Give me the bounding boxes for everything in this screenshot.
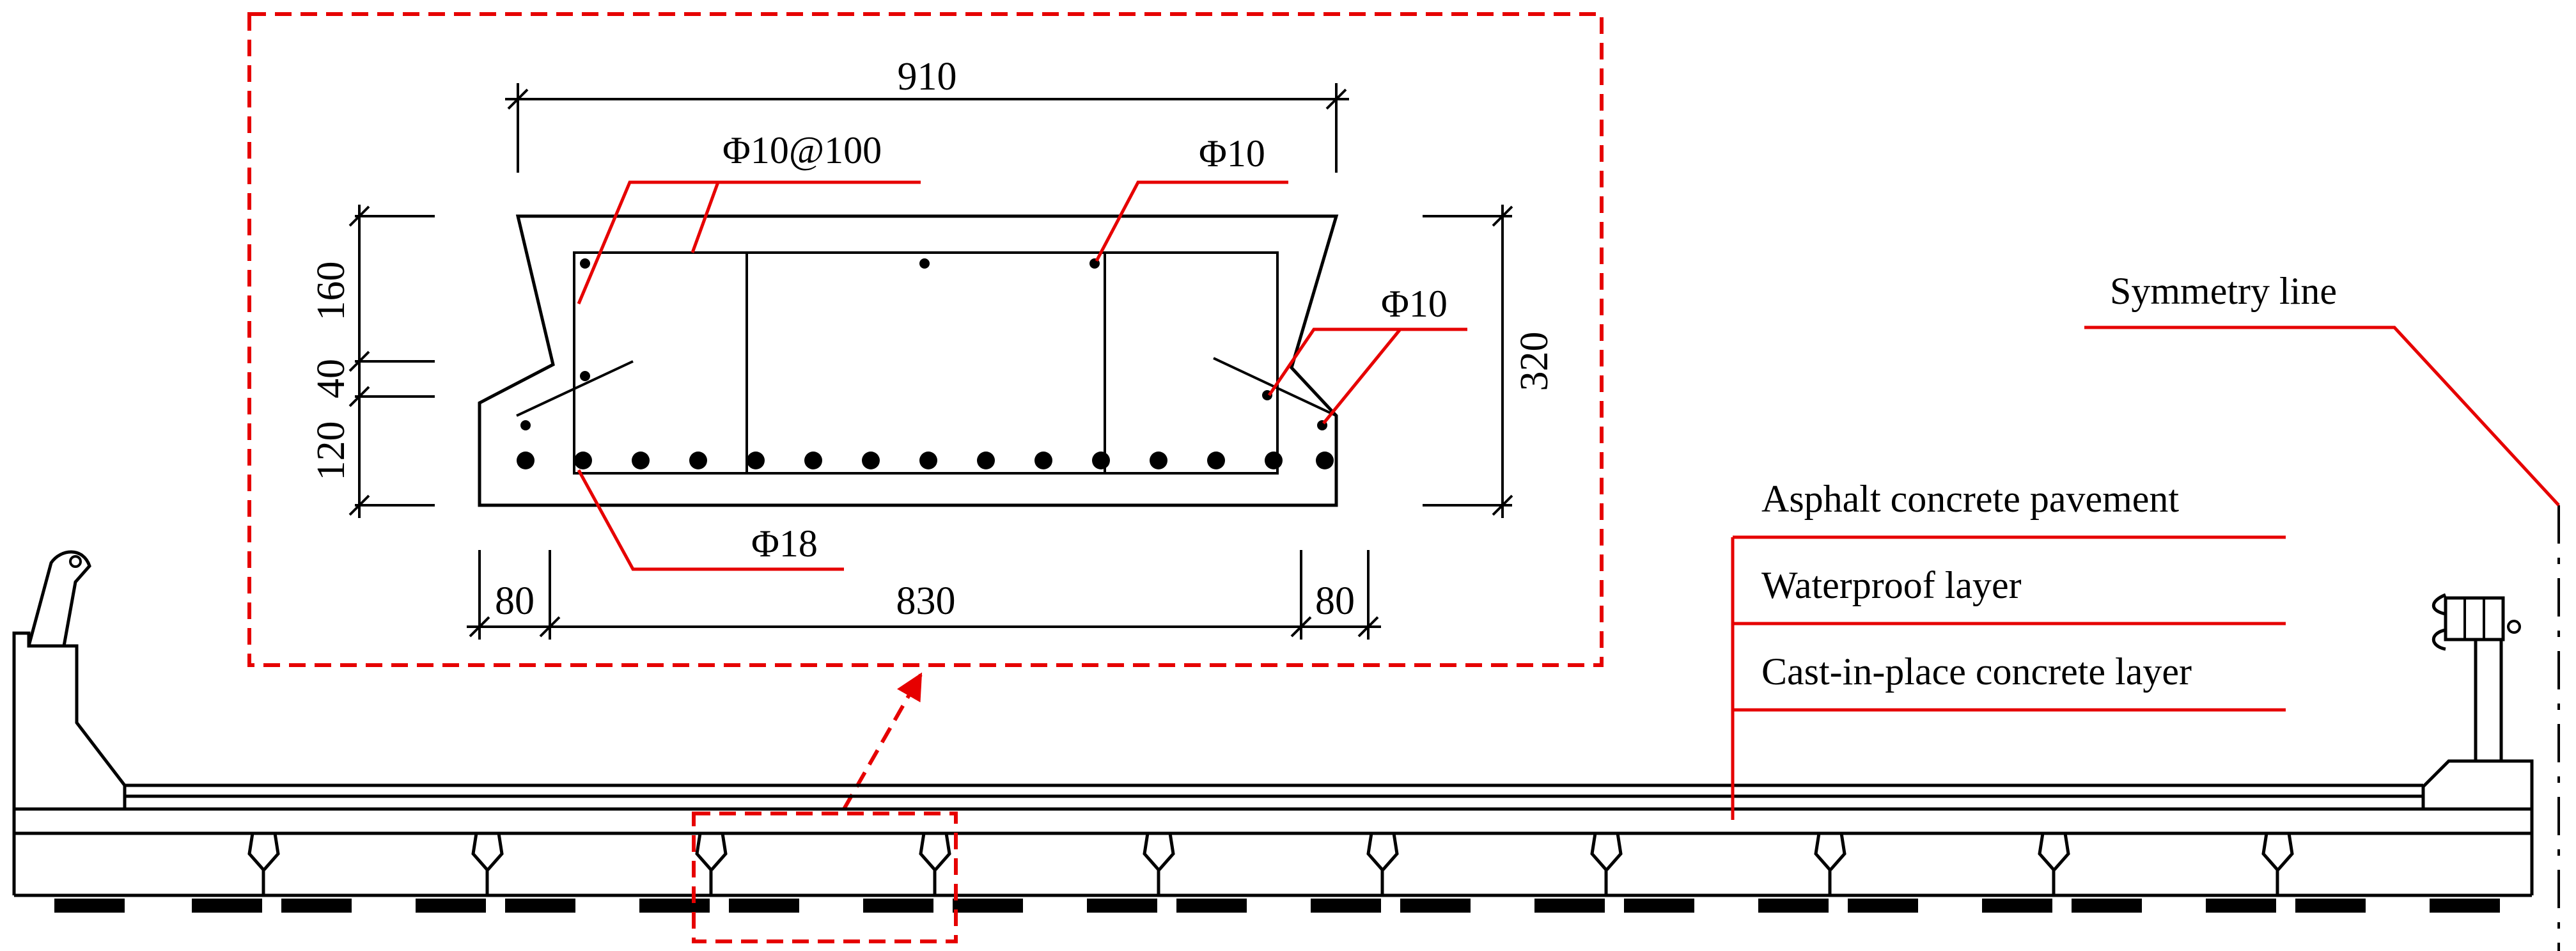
layer-label-cast-in-place: Cast-in-place concrete layer xyxy=(1761,650,2192,693)
symmetry-line-label: Symmetry line xyxy=(2110,270,2337,312)
rebar-callout-bottom-bar: Φ18 xyxy=(577,469,844,571)
dim-top-width-label: 910 xyxy=(898,55,957,98)
dim-bottom-left-label: 80 xyxy=(495,579,535,623)
left-barrier xyxy=(12,550,127,809)
right-barrier xyxy=(2421,593,2534,809)
rebar-callout-stirrup: Φ10@100 xyxy=(577,129,921,304)
dim-height-bottom-label: 120 xyxy=(309,421,353,481)
dim-height-mid-label: 40 xyxy=(309,359,353,398)
rebar-callout-top-bar: Φ10 xyxy=(1095,132,1288,262)
detail-small-rebar-dots xyxy=(520,258,1327,430)
dim-total-height-label: 320 xyxy=(1513,332,1556,391)
detail-stirrups xyxy=(516,251,1337,475)
symmetry-line: Symmetry line xyxy=(2084,270,2560,951)
rebar-label-top-bar: Φ10 xyxy=(1199,132,1265,175)
detail-callout-box xyxy=(247,12,1604,667)
rebar-label-bottom-bar: Φ18 xyxy=(751,523,818,565)
dim-left-heights: 160 40 120 xyxy=(309,205,435,518)
rebar-label-stirrup: Φ10@100 xyxy=(722,129,882,171)
selected-girder-box xyxy=(692,812,958,943)
rebar-callout-side-bar: Φ10 xyxy=(1267,283,1467,425)
dim-bottom-right-label: 80 xyxy=(1315,579,1355,623)
detail-girder-outline xyxy=(478,214,1339,507)
layer-callouts: Asphalt concrete pavement Waterproof lay… xyxy=(1731,478,2286,820)
detail-bottom-main-bars xyxy=(517,452,1334,469)
rebar-label-side-bar: Φ10 xyxy=(1381,283,1448,325)
detail-pointer-arrow xyxy=(842,672,923,810)
layer-label-asphalt: Asphalt concrete pavement xyxy=(1761,478,2179,520)
dim-right-height: 320 xyxy=(1423,205,1556,518)
girder-joints xyxy=(247,833,2294,895)
dim-bottom-mid-label: 830 xyxy=(896,579,956,623)
layer-label-waterproof: Waterproof layer xyxy=(1761,564,2022,606)
dim-bottom-widths: 80 830 80 xyxy=(467,550,1381,640)
bearing-pads xyxy=(54,899,2500,913)
dim-top-width: 910 xyxy=(505,55,1349,173)
deck-cross-section xyxy=(12,764,2534,897)
dim-height-top-label: 160 xyxy=(309,262,353,321)
